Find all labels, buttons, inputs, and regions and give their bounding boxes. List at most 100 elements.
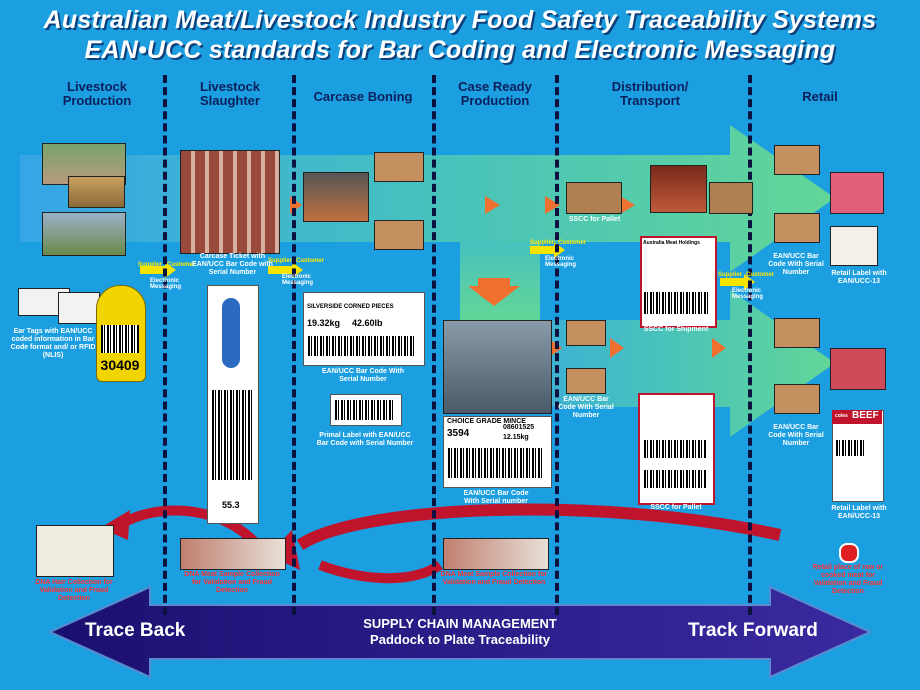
supplier-arrow [720, 274, 755, 290]
caption-carcase-ticket: Carcase Ticket with EAN/UCC Bar Code wit… [192, 253, 273, 276]
carton-photo [374, 152, 424, 182]
caption-ear-tags: Ear Tags with EAN/UCC coded information … [10, 328, 96, 359]
pallet-barcode-2 [644, 470, 706, 488]
step-arrow [485, 196, 500, 214]
holdings-text: Australia Meat Holdings [643, 240, 700, 246]
carton-photo [774, 384, 820, 414]
step-arrow [610, 338, 624, 358]
scm-subtitle: Paddock to Plate Traceability [370, 632, 550, 647]
carton-photo [774, 145, 820, 175]
scm-title: SUPPLY CHAIN MANAGEMENT [363, 616, 557, 631]
header-livestock-production: Livestock Production [62, 79, 132, 108]
column-divider [432, 75, 436, 615]
step-arrow [545, 196, 560, 214]
case-ready-machine-photo [443, 320, 552, 414]
dna-meat-photo [180, 538, 286, 570]
carton-photo [566, 320, 606, 346]
shipment-label [640, 236, 717, 328]
supplier-arrow [140, 262, 176, 278]
beef-text: BEEF [852, 410, 879, 421]
caption-retail-label-top: Retail Label with EAN/UCC-13 [831, 270, 887, 285]
trace-back-label: Trace Back [85, 620, 186, 641]
trace-back-arc-lower [318, 560, 443, 584]
customer-text: Customer [167, 262, 196, 268]
dna-meat-photo [443, 538, 549, 570]
boning-barcode [308, 336, 416, 356]
column-divider [555, 75, 559, 615]
column-divider [163, 75, 167, 615]
trace-back-arc-left [117, 505, 264, 552]
supplier-text: Supplier [268, 258, 293, 264]
shipment-barcode [644, 292, 709, 314]
feedlot-photo [42, 212, 126, 256]
step-arrow [712, 338, 726, 358]
header-retail: Retail [802, 89, 838, 104]
cattle-truck-photo [68, 176, 125, 208]
choice-num1: 3594 [447, 428, 470, 439]
retail-label-photo [830, 226, 878, 266]
weight-lb: 42.60lb [352, 318, 383, 328]
em-text: Electronic Messaging [732, 288, 764, 300]
caption-dna-meat-case: DNA Meat Sample Collection for Validatio… [440, 571, 548, 586]
retail-meat-photo [830, 172, 884, 214]
caption-sscc-pallet-top: SSCC for Pallet [568, 216, 621, 223]
header-livestock-slaughter: Livestock Slaughter [200, 79, 260, 108]
beef-header [832, 410, 882, 424]
em-text: Electronic Messaging [282, 274, 314, 286]
ticket-hole [222, 298, 240, 368]
caption-dna-hair: DNA Hair Collection for Validation and F… [35, 579, 113, 602]
caption-sscc-pallet-bottom: SSCC for Pallet [650, 504, 702, 511]
column-divider [748, 75, 752, 615]
caption-primal-label: Primal Label with EAN/UCC Bar Code with … [316, 432, 414, 447]
retail-meat-photo [830, 348, 886, 390]
caption-sscc-shipment: SSCC for Shipment [643, 326, 709, 333]
ear-tag-number: 30409 [100, 357, 140, 373]
carton-photo [774, 318, 820, 348]
em-text: Electronic Messaging [150, 278, 182, 290]
primal-barcode [335, 400, 395, 420]
supply-chain-arrow [47, 585, 873, 679]
column-divider [292, 75, 296, 615]
caption-retail-ean-bottom: EAN/UCC Bar Code With Serial Number [768, 424, 824, 447]
beef-barcode [836, 440, 864, 456]
caption-boning-label: EAN/UCC Bar Code With Serial Number [322, 368, 404, 383]
down-arrow [468, 278, 520, 306]
ticket-barcode [212, 390, 252, 480]
weight-kg: 19.32kg [307, 318, 341, 328]
supplier-text: Supplier [530, 240, 555, 246]
supplier-text: Supplier [718, 272, 743, 278]
track-forward-label: Track Forward [688, 620, 818, 641]
caption-dist-ean: EAN/UCC Bar Code With Serial Number [558, 396, 614, 419]
carton-photo [566, 368, 606, 394]
trace-back-arc [296, 503, 782, 551]
caption-dna-meat-slaughter: DNA Meat Sample Collection for Validatio… [184, 571, 280, 594]
truck-photo [650, 165, 707, 213]
choice-weight: 12.15kg [503, 434, 529, 441]
header-distribution: Distribution/ Transport [611, 79, 689, 108]
customer-text: Customer [746, 272, 775, 278]
carton-photo [774, 213, 820, 243]
header-carcase-boning: Carcase Boning [313, 89, 413, 104]
ticket-code: 55.3 [222, 500, 240, 510]
choice-num2: 08601525 [503, 424, 535, 431]
caption-case-ready-label: EAN/UCC Bar Code With Serial number [463, 490, 529, 505]
customer-text: Customer [296, 258, 325, 264]
ear-tag-barcode [101, 325, 139, 353]
dna-hair-photo [36, 525, 114, 577]
customer-text: Customer [558, 240, 587, 246]
choice-title: CHOICE GRADE MINCE [447, 418, 526, 425]
step-arrow [620, 196, 635, 214]
caption-retail-sample: Retail place of raw or cooked meat for V… [812, 564, 884, 595]
caption-retail-label-bottom: Retail Label with EAN/UCC-13 [831, 505, 887, 520]
lower-flow-arrow [460, 290, 835, 437]
rfid-tag-photo [58, 292, 100, 324]
carcase-photo [180, 150, 280, 254]
pallet-barcode-1 [644, 440, 706, 458]
pallet-photo [709, 182, 753, 214]
pallet-photo [566, 182, 622, 214]
carton-photo [374, 220, 424, 250]
supplier-text: Supplier [138, 262, 163, 268]
header-case-ready: Case Ready Production [458, 79, 532, 108]
case-ready-barcode [448, 448, 544, 478]
